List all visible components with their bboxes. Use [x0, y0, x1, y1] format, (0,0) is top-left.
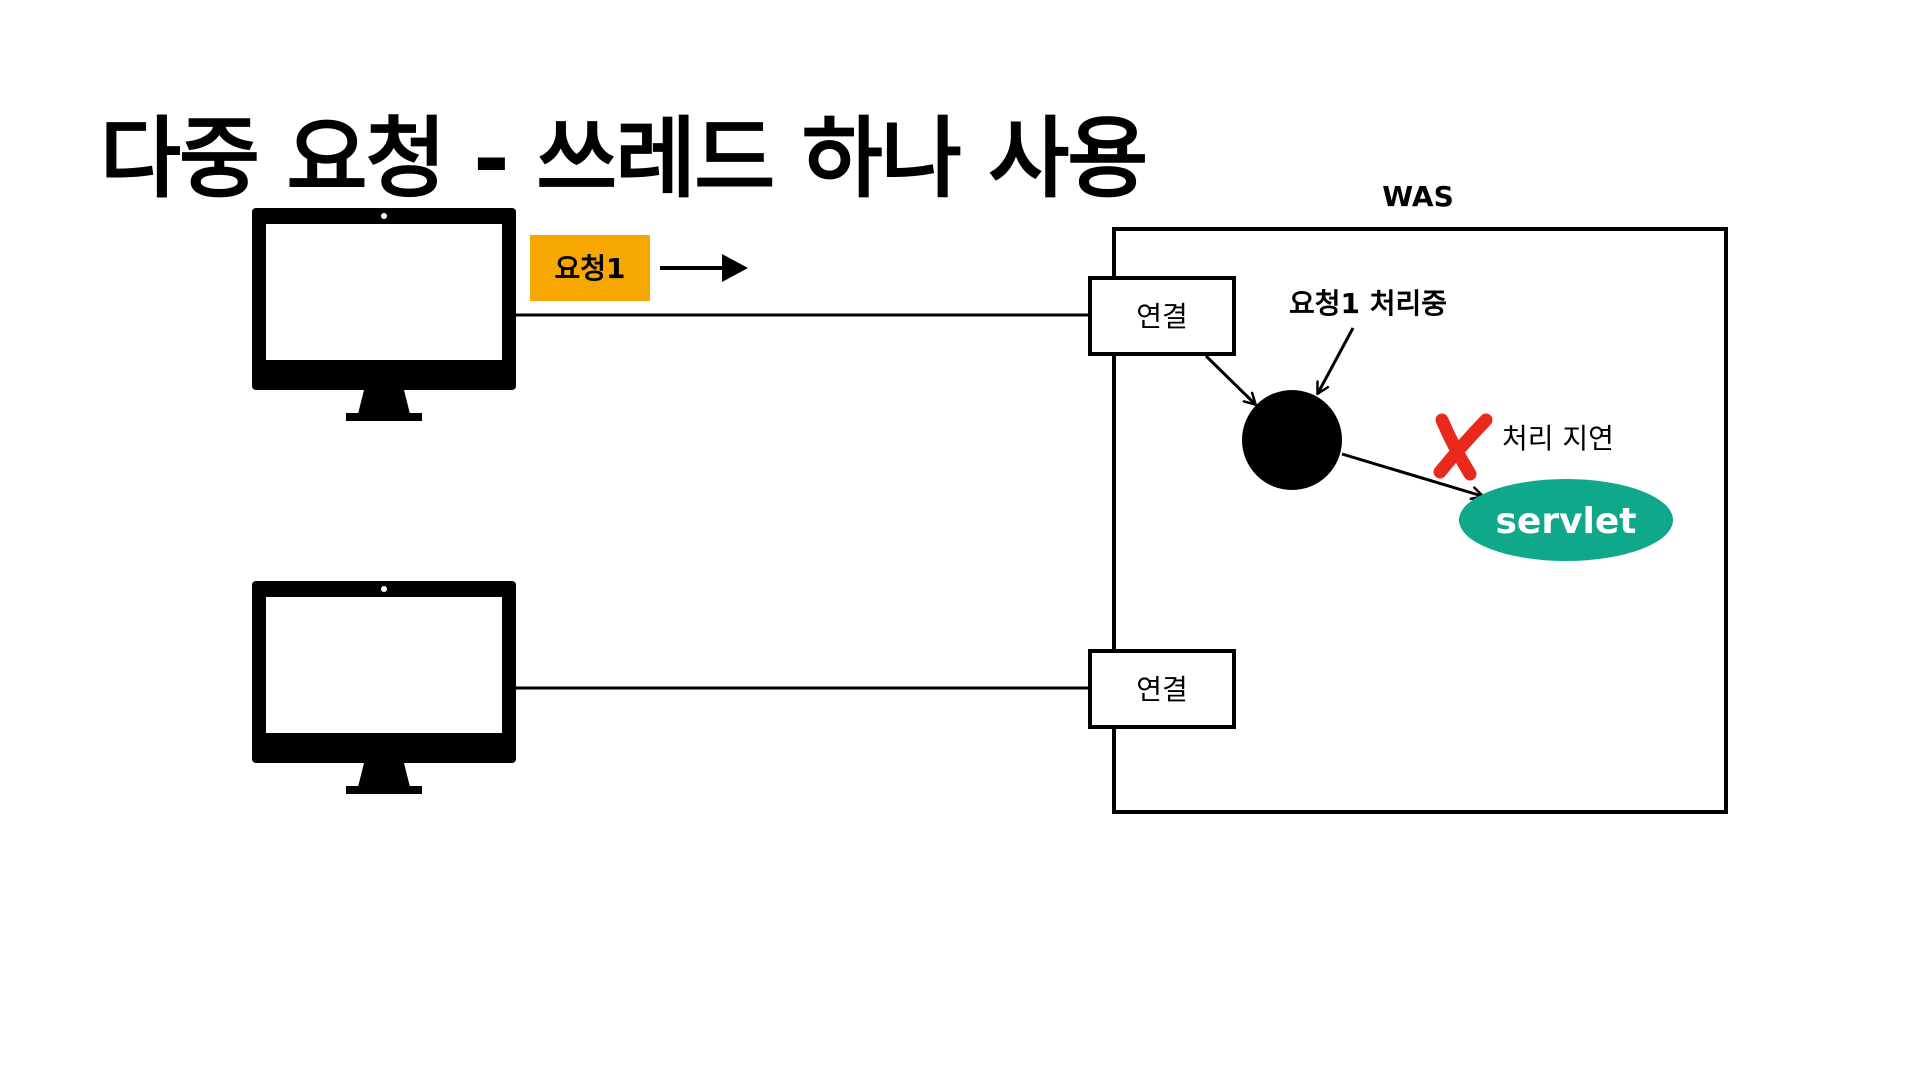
servlet-node: servlet	[1459, 479, 1673, 561]
servlet-label: servlet	[1495, 501, 1636, 542]
connection-box-2-label: 연결	[1136, 673, 1188, 706]
thread-to-servlet-arrow	[1341, 452, 1482, 496]
client-monitor-2-icon	[252, 581, 516, 794]
was-label: WAS	[1382, 180, 1453, 213]
request-tag: 요청1	[530, 235, 650, 301]
connection-box-2: 연결	[1088, 649, 1236, 729]
connection-to-thread-arrow	[1204, 354, 1255, 404]
connection-box-1-label: 연결	[1136, 300, 1188, 333]
was-box	[1112, 227, 1728, 814]
delay-label: 처리 지연	[1502, 422, 1614, 455]
request-arrow-icon	[660, 254, 748, 282]
client-monitor-1-icon	[252, 208, 516, 421]
processing-pointer-arrow	[1318, 327, 1355, 393]
thread-circle	[1242, 390, 1342, 490]
processing-label: 요청1 처리중	[1289, 287, 1447, 320]
request-tag-label: 요청1	[554, 252, 625, 285]
page-title: 다중 요청 - 쓰레드 하나 사용	[100, 107, 1148, 210]
connection-box-1: 연결	[1088, 276, 1236, 356]
x-mark-icon	[1433, 413, 1493, 481]
request-tag-box	[530, 235, 650, 301]
